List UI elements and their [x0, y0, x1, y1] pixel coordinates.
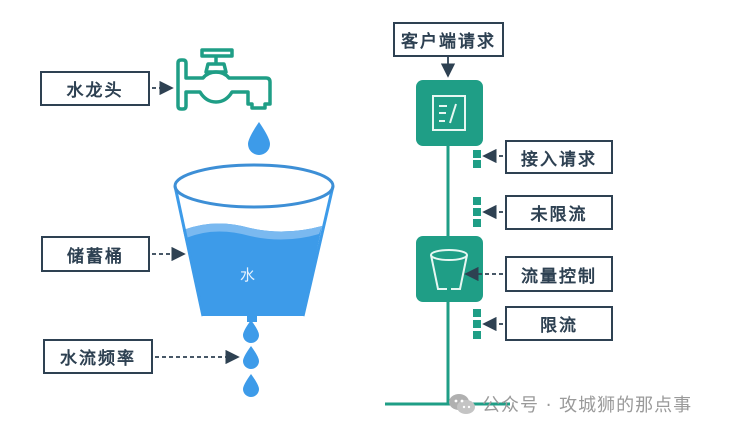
client-request-label: 客户端请求 — [393, 22, 504, 57]
watermark: 公众号 · 攻城狮的那点事 — [448, 391, 692, 417]
flow-control-node — [416, 236, 483, 302]
wechat-icon — [449, 394, 475, 414]
outflow-drop-icon — [243, 374, 259, 397]
faucet-icon — [176, 48, 272, 111]
bucket-label: 储蓄桶 — [41, 236, 150, 272]
request-node — [416, 80, 483, 146]
bucket-icon — [430, 249, 468, 290]
accept-request-label: 接入请求 — [505, 140, 613, 174]
not-limited-label: 未限流 — [505, 195, 613, 230]
document-icon — [432, 95, 466, 131]
queue-slots — [473, 150, 481, 339]
bucket-icon — [173, 163, 335, 322]
limited-label: 限流 — [505, 306, 613, 341]
faucet-label: 水龙头 — [40, 71, 150, 106]
outflow-drop-icon — [243, 346, 259, 369]
flow-rate-label: 水流频率 — [43, 339, 153, 374]
flow-control-label: 流量控制 — [505, 256, 613, 292]
water-label: 水 — [240, 266, 256, 284]
water-drop-icon — [248, 122, 270, 155]
outflow-drop-icon — [243, 320, 259, 343]
watermark-text: 公众号 · 攻城狮的那点事 — [482, 395, 693, 416]
